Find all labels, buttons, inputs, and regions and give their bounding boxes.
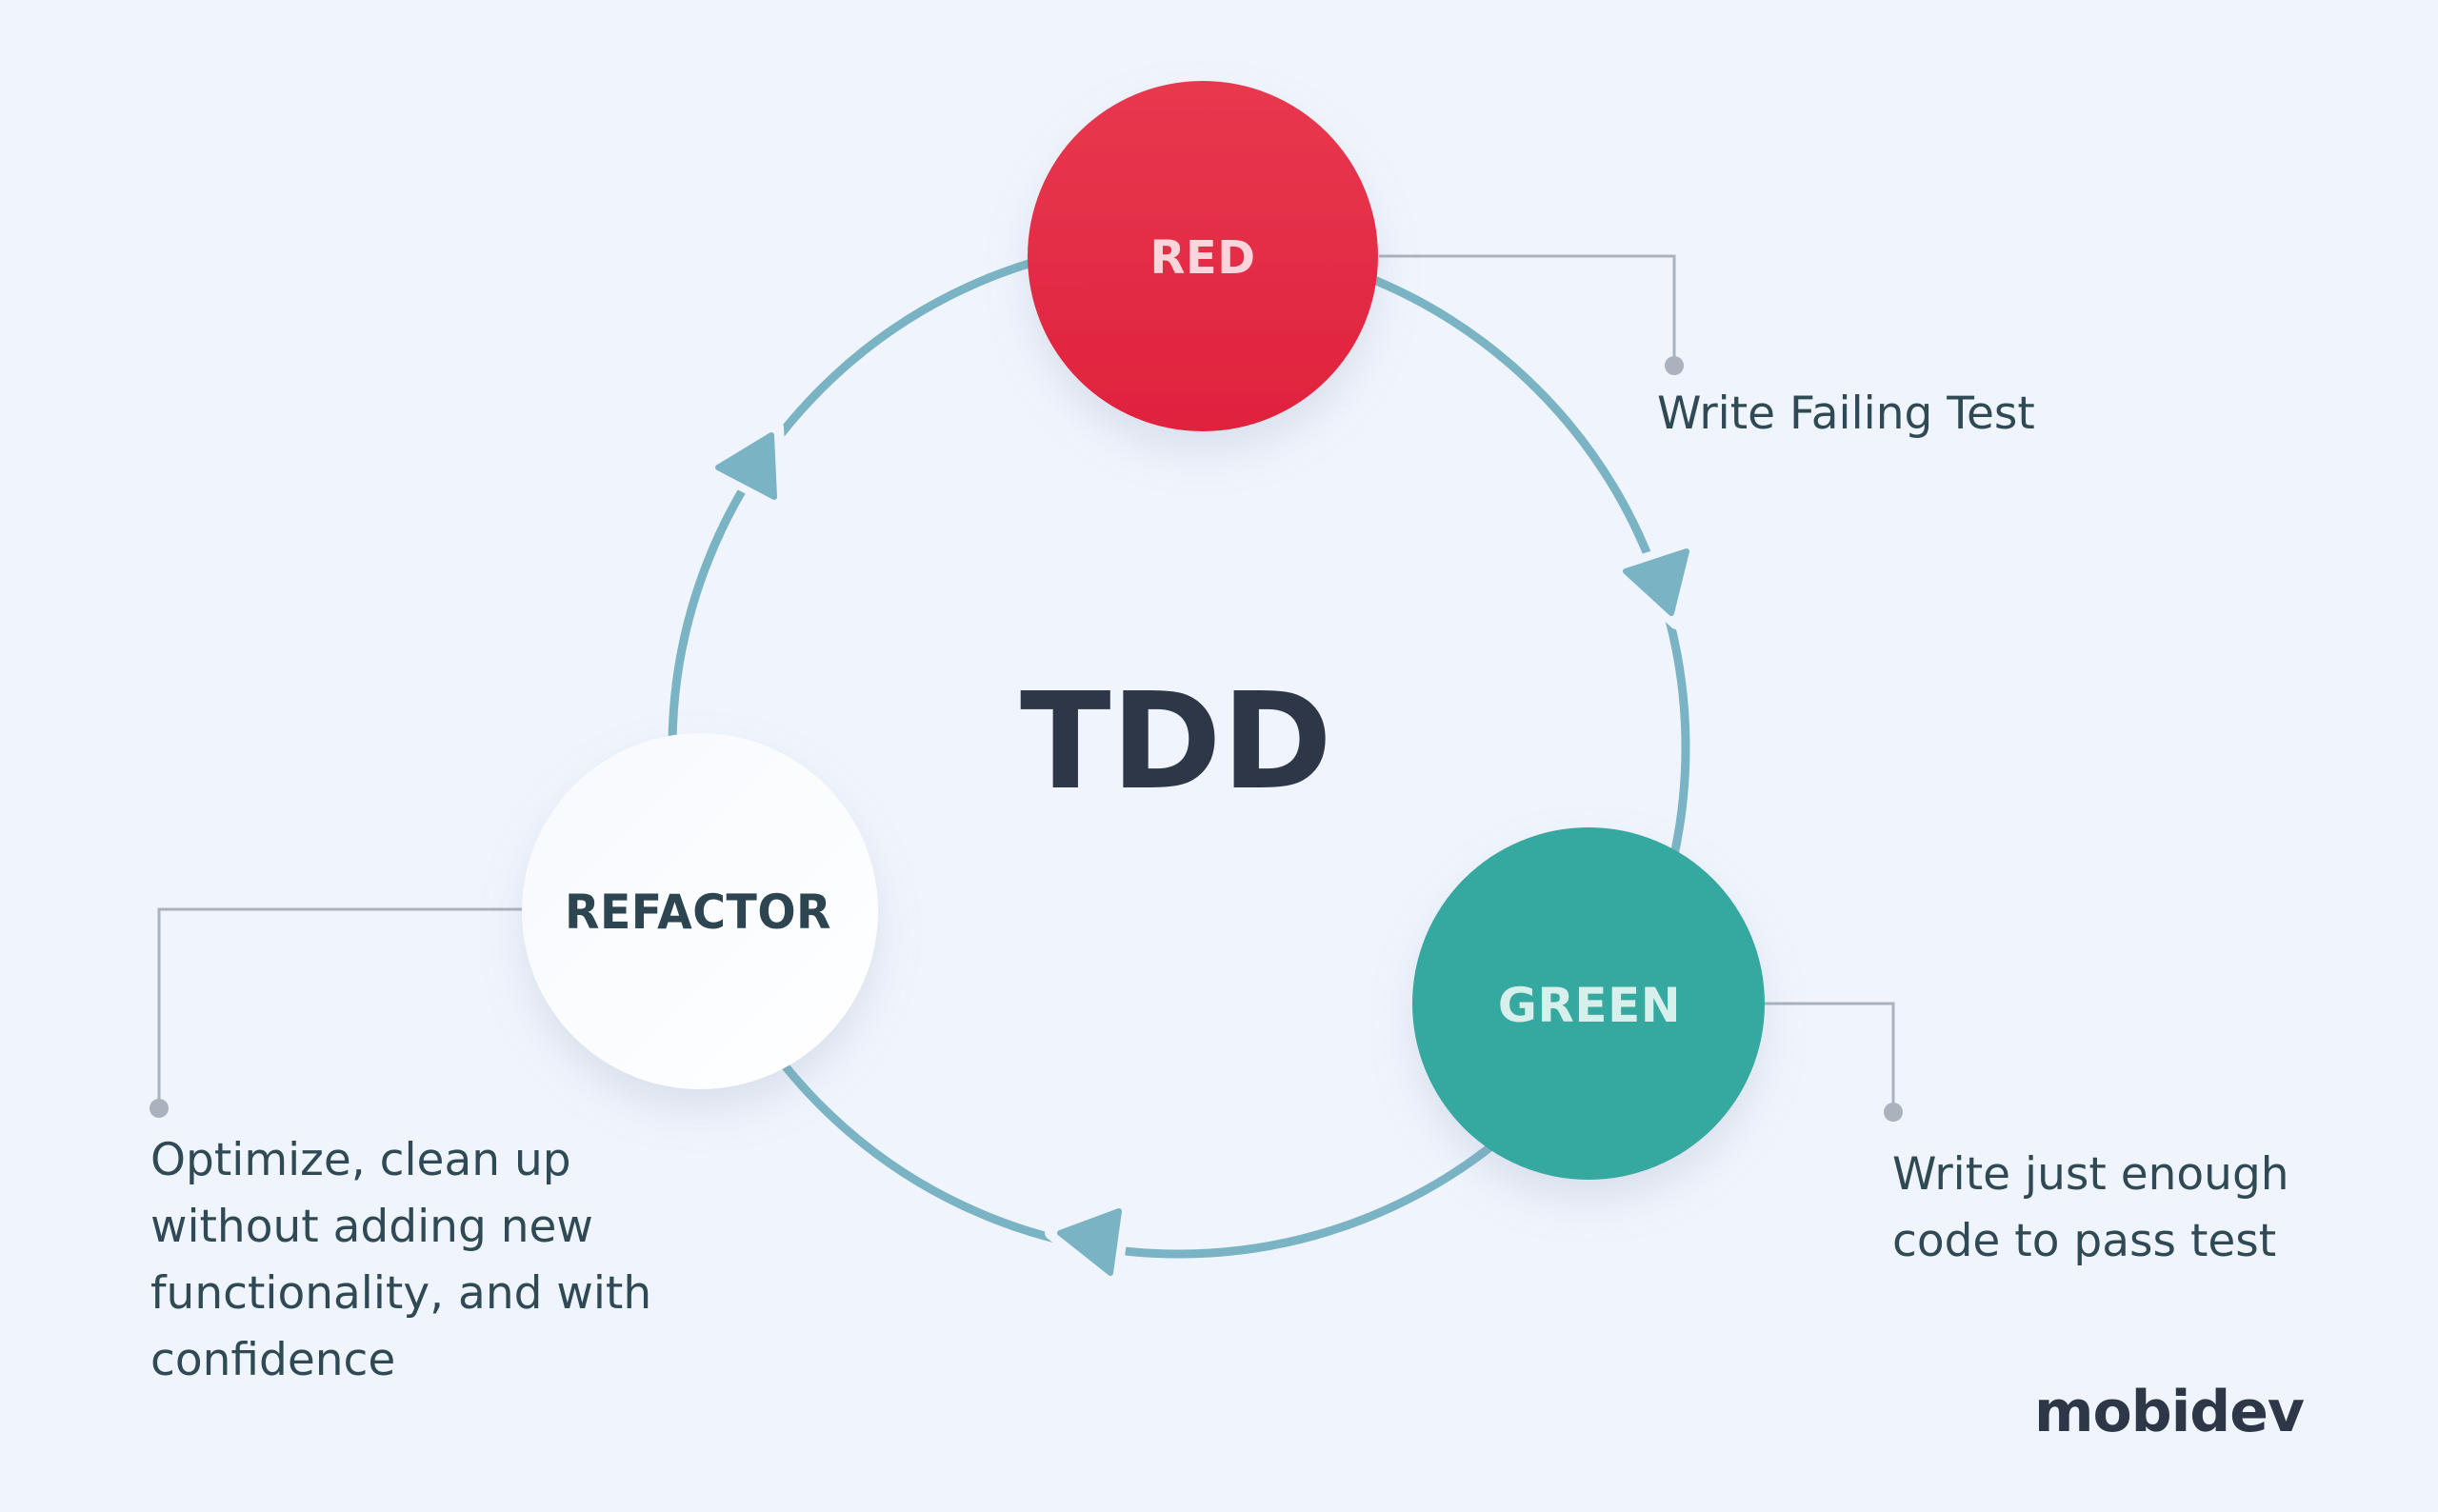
stage-description-green: Write just enough code to pass test xyxy=(1892,1148,2289,1267)
stage-node-green: GREEN xyxy=(1412,827,1765,1180)
connector-green xyxy=(1765,1002,1903,1122)
brand-logo: mobidev xyxy=(2034,1379,2305,1445)
diagram-title: TDD xyxy=(1020,665,1332,820)
arrow-refactor-to-red xyxy=(703,421,788,511)
connector-red xyxy=(1379,254,1684,375)
stage-label-refactor: REFACTOR xyxy=(565,885,831,940)
stage-description-refactor: Optimize, clean up without adding new fu… xyxy=(150,1134,652,1386)
arrow-red-to-green xyxy=(1610,538,1702,629)
connector-refactor xyxy=(150,907,522,1118)
arrowhead-icon xyxy=(1623,548,1689,616)
stage-label-red: RED xyxy=(1149,231,1255,285)
arrowhead-icon xyxy=(1057,1208,1122,1276)
stage-label-green: GREEN xyxy=(1498,978,1681,1033)
arrowhead-icon xyxy=(715,432,777,500)
stage-node-red: RED xyxy=(1028,81,1378,431)
arrow-green-to-refactor xyxy=(1045,1197,1132,1288)
stage-node-refactor: REFACTOR xyxy=(522,733,878,1089)
stage-description-red: Write Failing Test xyxy=(1657,388,2035,440)
